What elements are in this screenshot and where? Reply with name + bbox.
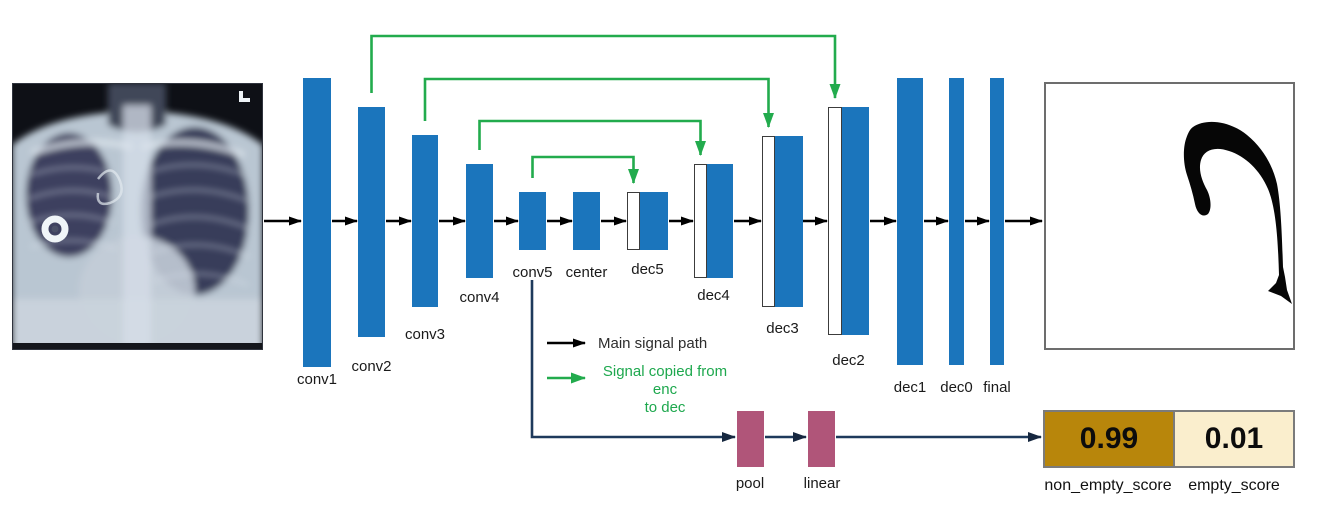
xray-ribs — [27, 163, 251, 287]
skip-connection-conv3-dec3 — [423, 77, 774, 128]
layer-label-final: final — [983, 379, 1011, 396]
layer-label-center: center — [565, 264, 608, 281]
layer-bar-dec5-skip-slot — [627, 192, 640, 250]
layer-label-dec4: dec4 — [697, 287, 730, 304]
xray-input-image — [12, 83, 263, 350]
layer-bar-conv5 — [519, 192, 546, 250]
layer-bar-dec3-skip-slot — [762, 136, 775, 307]
xray-torso — [12, 83, 263, 350]
laterality-marker-icon — [239, 91, 250, 102]
layer-label-conv4: conv4 — [459, 289, 500, 306]
score-box: 0.99 0.01 — [1043, 410, 1295, 468]
legend-skip-line2: to dec — [644, 399, 686, 416]
legend-skip-line1: Signal copied from enc — [602, 363, 728, 398]
layer-label-dec0: dec0 — [940, 379, 973, 396]
xray-ring-marker — [41, 215, 69, 243]
empty-score-cell: 0.01 — [1175, 412, 1293, 466]
non-empty-score-label: non_empty_score — [1044, 477, 1172, 494]
layer-label-dec2: dec2 — [832, 352, 865, 369]
layer-bar-conv3 — [412, 135, 438, 307]
layer-bar-conv2 — [358, 107, 385, 337]
skip-connection-conv2-dec2 — [370, 34, 841, 99]
layer-bar-dec0 — [949, 78, 964, 365]
layer-bar-dec2-skip-slot — [828, 107, 842, 335]
linear-bar — [808, 411, 835, 467]
layer-bar-dec1 — [897, 78, 923, 365]
layer-bar-dec4 — [707, 164, 733, 278]
layer-bar-dec5 — [640, 192, 668, 250]
linear-label: linear — [803, 475, 841, 492]
xray-ring-center — [51, 225, 59, 233]
empty-score-value: 0.01 — [1204, 422, 1264, 455]
segmentation-mask — [1183, 121, 1292, 305]
layer-label-dec1: dec1 — [893, 379, 927, 396]
pool-label: pool — [735, 475, 765, 492]
legend-skip-signal-label: Signal copied from enc to dec — [594, 363, 736, 417]
legend-main-signal-label: Main signal path — [598, 335, 708, 352]
layer-bar-conv4 — [466, 164, 493, 278]
layer-label-dec5: dec5 — [631, 261, 664, 278]
layer-bar-final — [990, 78, 1004, 365]
segmentation-output-box — [1044, 82, 1295, 350]
xray-border — [12, 83, 263, 350]
layer-label-conv2: conv2 — [351, 358, 392, 375]
non-empty-score-cell: 0.99 — [1045, 412, 1175, 466]
layer-bar-dec3 — [775, 136, 803, 307]
layer-label-conv5: conv5 — [512, 264, 553, 281]
pool-bar — [737, 411, 764, 467]
layer-bar-dec2 — [842, 107, 869, 335]
empty-score-label: empty_score — [1188, 477, 1280, 494]
layer-bar-conv1 — [303, 78, 331, 367]
layer-bar-center — [573, 192, 600, 250]
layer-label-dec3: dec3 — [766, 320, 799, 337]
segmentation-mask-shape — [1183, 121, 1292, 305]
skip-connection-conv4-dec4 — [478, 119, 706, 156]
xray-bottom-edge — [12, 343, 263, 350]
non-empty-score-value: 0.99 — [1079, 422, 1139, 455]
skip-connection-conv5-dec5 — [531, 155, 639, 184]
layer-label-conv1: conv1 — [296, 371, 338, 388]
xray-wire — [96, 169, 123, 206]
layer-bar-dec4-skip-slot — [694, 164, 707, 278]
layer-label-conv3: conv3 — [404, 326, 446, 343]
